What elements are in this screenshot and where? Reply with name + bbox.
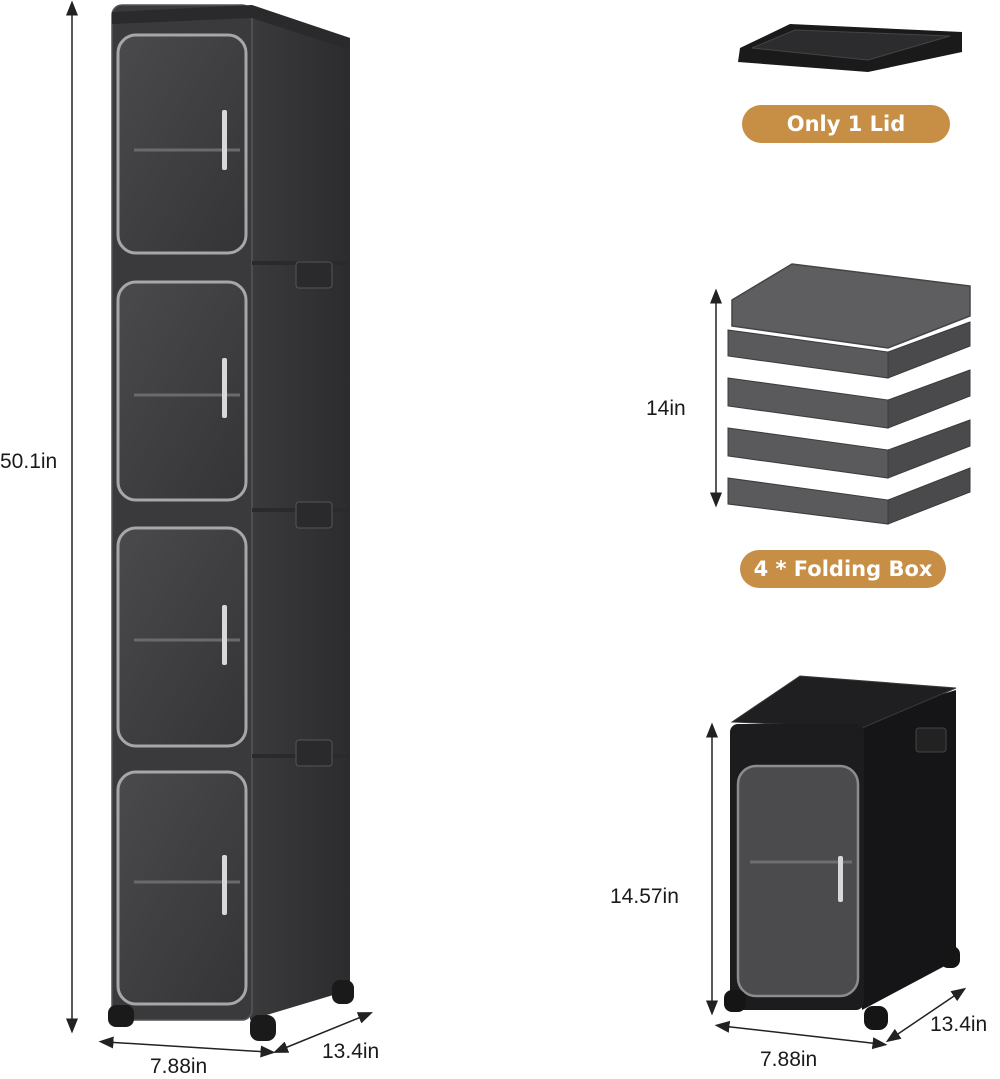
door-handle [222, 855, 227, 915]
tower-box-2 [116, 280, 350, 529]
side-latch [295, 739, 333, 767]
door-handle [838, 856, 843, 902]
single-unit-depth-label: 13.4in [930, 1013, 988, 1036]
caster-wheels [108, 980, 354, 1041]
tall-tower [108, 4, 354, 1041]
tower-box-1 [116, 33, 350, 289]
single-unit-height-label: 14.57in [610, 885, 679, 908]
tower-height-label: 50.1in [0, 450, 58, 473]
single-unit-depth-dimension-line [885, 987, 967, 1043]
side-latch [295, 501, 333, 529]
folded-layer-1 [727, 321, 971, 379]
tower-depth-dimension-line [273, 1012, 373, 1053]
side-latch [295, 261, 333, 289]
tower-depth-label: 13.4in [322, 1040, 380, 1063]
side-latch [915, 727, 947, 753]
single-unit [724, 675, 960, 1030]
folding-box-badge: 4 * Folding Box [740, 550, 946, 588]
stack-height-label: 14in [646, 397, 686, 420]
folded-layer-2 [727, 369, 971, 429]
lid-illustration [738, 24, 962, 72]
folded-layer-3 [727, 419, 971, 479]
single-unit-width-dimension-line [714, 1020, 888, 1050]
tower-front-body [111, 4, 253, 1021]
tower-box-3 [116, 526, 350, 767]
single-unit-door [736, 764, 860, 998]
folded-box-stack [727, 263, 971, 525]
door-handle [222, 110, 227, 170]
tower-top-lid [112, 5, 350, 50]
tower-width-dimension-line [98, 1036, 276, 1058]
single-unit-width-label: 7.88in [760, 1048, 818, 1071]
tower-width-label: 7.88in [150, 1055, 208, 1078]
tower-box-4 [116, 770, 248, 1006]
door-handle [222, 605, 227, 665]
only-one-lid-badge: Only 1 Lid [742, 105, 950, 143]
folded-layer-4 [727, 467, 971, 525]
door-handle [222, 358, 227, 418]
